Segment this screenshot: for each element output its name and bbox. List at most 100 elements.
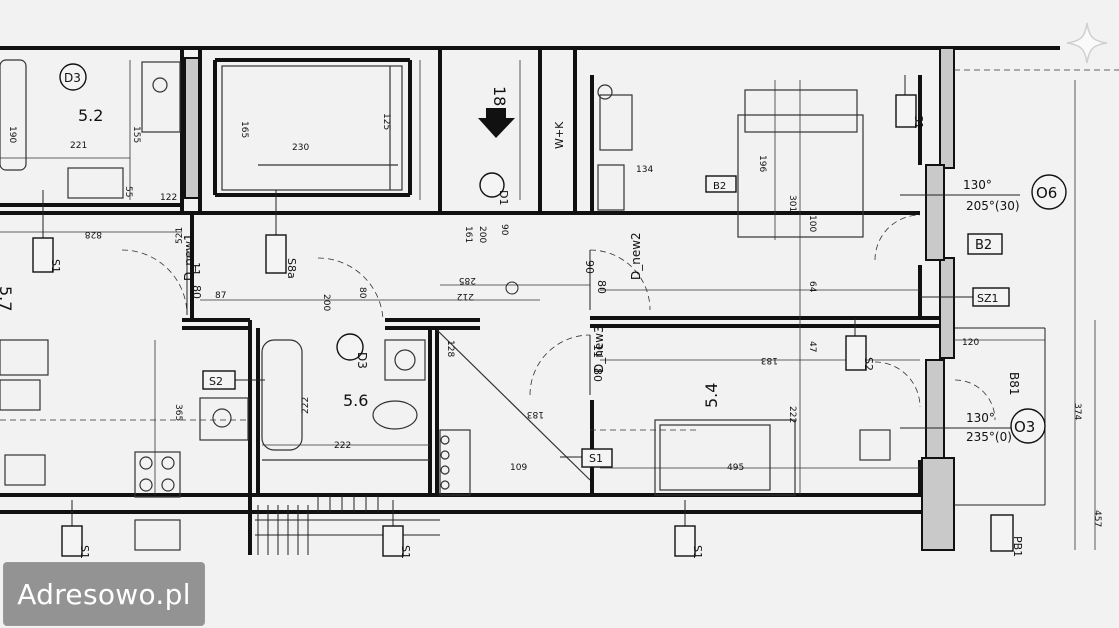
fixtures (0, 59, 891, 551)
svg-text:161: 161 (463, 226, 473, 243)
tag-s1-top-right: S1 (895, 94, 925, 129)
door-swings (121, 214, 996, 421)
svg-text:100: 100 (807, 215, 817, 232)
tag-b2-label: B2 (967, 233, 1003, 255)
svg-text:125: 125 (381, 113, 391, 130)
tag-s1-left: S1 (32, 237, 62, 273)
door-label-d-new3: D_new3 (592, 325, 606, 373)
tag-s8a: S8a (265, 234, 298, 279)
window-o3-angle: 130° (966, 411, 995, 425)
tag-s1-bottom-left: S1 (61, 525, 91, 559)
svg-text:457: 457 (1092, 510, 1102, 527)
svg-text:365: 365 (173, 404, 183, 421)
svg-text:D1: D1 (497, 190, 510, 205)
room-label-5-6: 5.6 (343, 391, 368, 410)
shaft-label-wk: W+K (553, 121, 566, 149)
window-o6-frame (925, 164, 945, 261)
tag-b2-bed: B2 (705, 175, 737, 193)
svg-text:828: 828 (85, 229, 102, 239)
svg-text:190: 190 (7, 126, 17, 143)
svg-text:87: 87 (215, 291, 226, 301)
facade-wall-top (939, 47, 955, 169)
svg-text:109: 109 (510, 463, 527, 473)
door-frac-2-bot: 80 (595, 280, 608, 294)
door-frac-2-top: 90 (583, 260, 596, 274)
tag-s1-mid: S1 (581, 448, 613, 468)
facade-wall-bottom (921, 457, 955, 551)
tag-s1-bottom-right: S1 (674, 525, 704, 559)
svg-text:B2: B2 (975, 238, 992, 253)
facade-wall-mid (939, 257, 955, 359)
window-o6-size: 205°(30) (966, 199, 1020, 213)
balcony-label-b81: B81 (1007, 372, 1021, 396)
svg-text:200: 200 (321, 294, 331, 311)
window-o3-size: 235°(0) (966, 430, 1012, 444)
svg-text:S8a: S8a (285, 258, 298, 279)
tag-d1: D1 (479, 172, 510, 205)
tag-o3: O3 (1010, 408, 1046, 444)
svg-text:222: 222 (301, 397, 311, 414)
tag-s1-bottom-mid: S1 (382, 525, 412, 559)
svg-text:B2: B2 (713, 181, 726, 192)
svg-text:222: 222 (334, 441, 351, 451)
door-label-d-new1: D_new1 (182, 233, 196, 281)
svg-text:134: 134 (636, 165, 653, 175)
dimension-lines (0, 60, 1045, 495)
svg-text:O6: O6 (1036, 184, 1057, 202)
room-label-5-2: 5.2 (78, 106, 103, 125)
svg-text:222: 222 (787, 406, 797, 423)
svg-text:122: 122 (160, 193, 177, 203)
stair-number: 18 (490, 86, 509, 106)
tag-d3-bath: D3 (336, 333, 369, 369)
svg-text:S1: S1 (49, 259, 62, 273)
window-o6-angle: 130° (963, 178, 992, 192)
svg-text:196: 196 (757, 155, 767, 172)
balcony-b81 (954, 69, 1119, 550)
tag-sz1: SZ1 (972, 287, 1010, 307)
svg-text:S1: S1 (78, 545, 91, 559)
door-frac-1-bot: 80 (190, 285, 203, 299)
door-frac-3-bot: 80 (591, 368, 604, 382)
svg-text:S1: S1 (399, 545, 412, 559)
shaft-wall (184, 57, 200, 199)
svg-text:230: 230 (292, 143, 309, 153)
svg-text:155: 155 (131, 126, 141, 143)
svg-text:S1: S1 (589, 452, 603, 465)
svg-text:SZ1: SZ1 (977, 292, 999, 305)
svg-text:221: 221 (70, 141, 87, 151)
sparkle-icon (1066, 22, 1108, 64)
svg-text:S1: S1 (912, 115, 925, 129)
svg-text:O3: O3 (1014, 418, 1035, 436)
svg-text:80: 80 (357, 287, 367, 299)
svg-text:495: 495 (727, 463, 744, 473)
tag-pb1: PB1 (990, 514, 1024, 557)
svg-text:PB1: PB1 (1011, 536, 1024, 557)
svg-text:128: 128 (445, 340, 455, 357)
door-label-d-new2: D_new2 (629, 232, 643, 280)
svg-text:165: 165 (239, 121, 249, 138)
tag-o6: O6 (1031, 174, 1067, 210)
room-label-5-7: 5.7 (0, 286, 15, 311)
svg-text:D3: D3 (64, 71, 81, 85)
svg-text:183: 183 (527, 409, 544, 419)
watermark-logo: Adresowo.pl (3, 562, 205, 626)
window-o3-frame (925, 359, 945, 459)
dimension-texts: 828 521 87 212 285 222 222 221 230 200 8… (7, 113, 1102, 527)
svg-text:S2: S2 (862, 357, 875, 371)
hatching (257, 495, 379, 555)
door-frac-1-top: 11 (189, 262, 202, 276)
svg-text:S1: S1 (691, 545, 704, 559)
tag-s2-left: S2 (202, 370, 236, 390)
stair-arrow-icon (478, 108, 515, 138)
svg-text:183: 183 (761, 355, 778, 365)
svg-text:D3: D3 (355, 352, 369, 369)
door-frac-3-top: 11 (591, 344, 604, 358)
svg-text:64: 64 (807, 281, 817, 293)
svg-text:120: 120 (962, 338, 979, 348)
tag-d3-top: D3 (59, 63, 87, 91)
svg-text:200: 200 (477, 226, 487, 243)
tag-s2-right: S2 (845, 335, 875, 371)
room-label-5-4: 5.4 (702, 383, 721, 408)
svg-text:S2: S2 (209, 375, 223, 388)
